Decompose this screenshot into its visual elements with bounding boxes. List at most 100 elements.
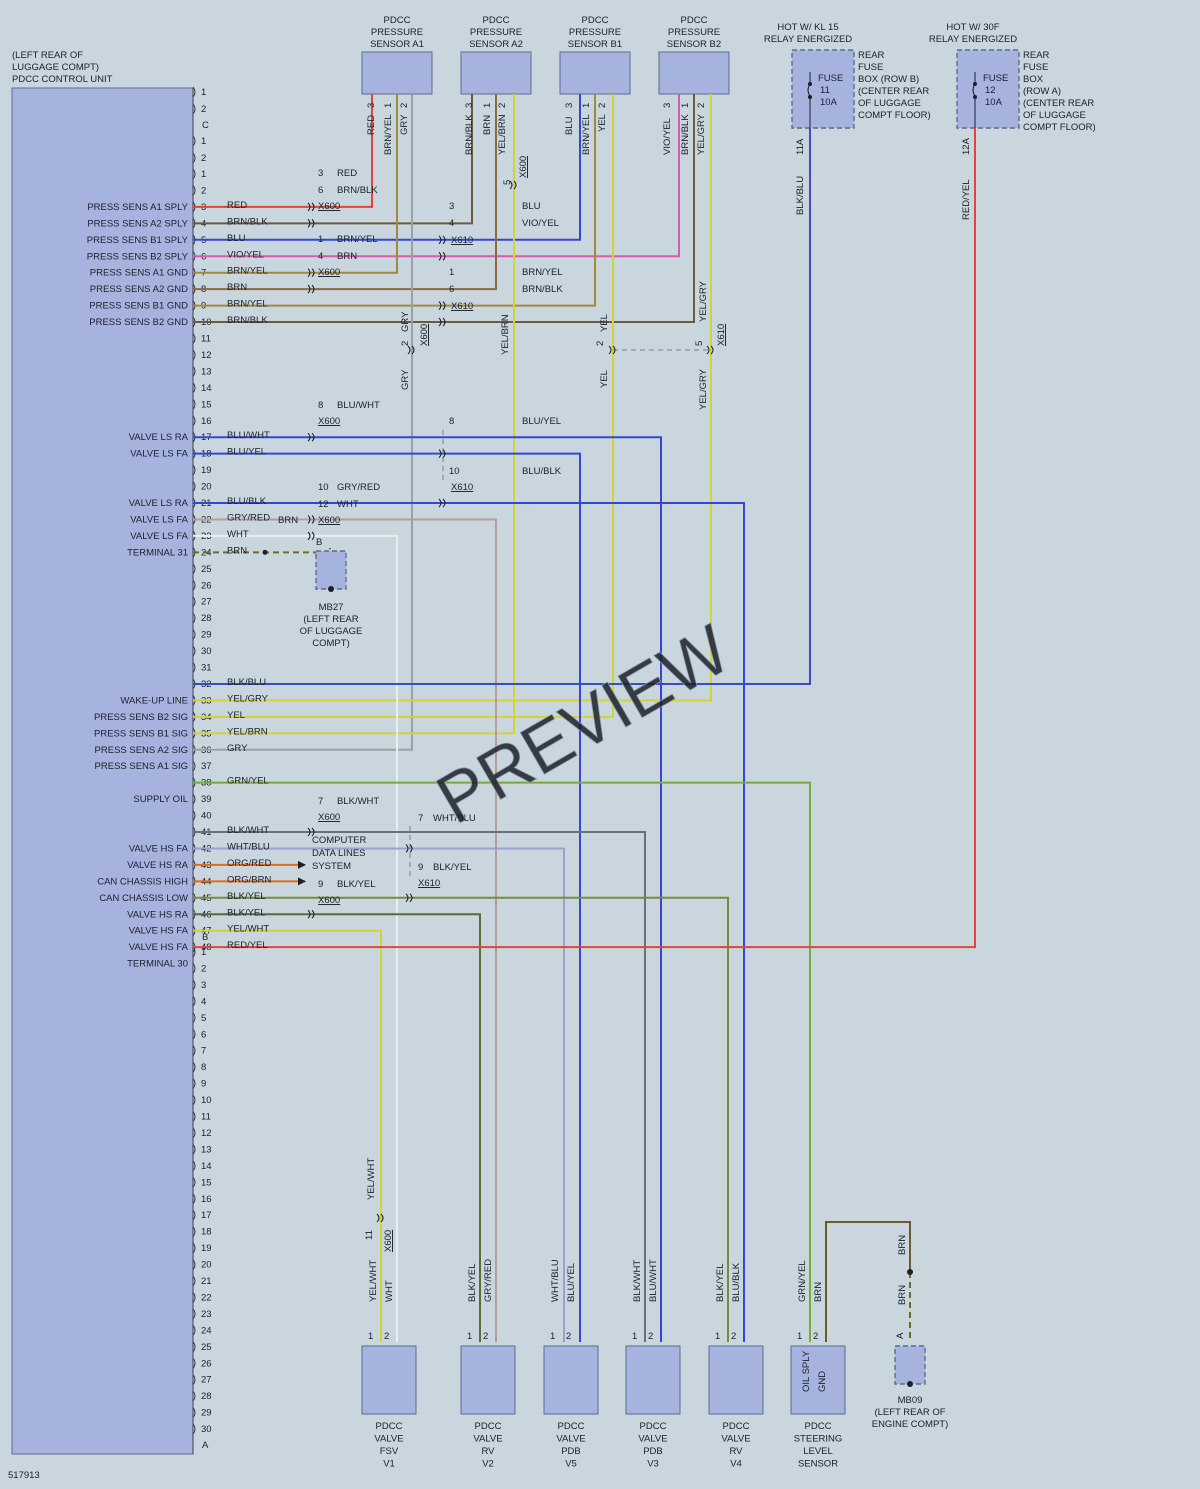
sensor-a1-title-1: PDCC — [384, 15, 411, 26]
b-pin-mark-16 — [192, 415, 196, 427]
pdcc-control-unit — [11, 87, 194, 1455]
sa1-wire-brnyel: BRN/YEL — [383, 114, 394, 155]
x610b-pin-6: 6 — [449, 284, 454, 295]
valve-0-wire-1: WHT — [384, 1280, 395, 1302]
sensor-a2-body — [460, 51, 532, 95]
splice-labels: 3 RED 6 BRN/BLK X600 3 BLU 4 VIO/YEL X61… — [278, 156, 727, 1252]
sa1-wire-red: RED — [366, 115, 377, 135]
mb09-wire-1: BRN — [897, 1235, 908, 1255]
valve-1-wire-1: GRY/RED — [483, 1259, 494, 1302]
b-pin-31: 31 — [201, 663, 212, 674]
fuse-12-box-4: (ROW A) — [1023, 86, 1061, 97]
valve-5-inner-1: GND — [817, 1371, 828, 1392]
valve-2-wire-0: WHT/BLU — [550, 1259, 561, 1302]
b-pin-30: 30 — [201, 646, 212, 657]
x600g-name: X600 — [318, 895, 340, 906]
pin-wire-4: BRN/BLK — [227, 216, 268, 227]
valve-4-title-2: RV — [729, 1446, 743, 1457]
valve-1-body — [460, 1345, 516, 1415]
a-pin-10: 10 — [201, 1095, 212, 1106]
connector-mark-0 — [307, 202, 315, 212]
b-pin-40: 40 — [201, 811, 212, 822]
x610a-wire-vioyel: VIO/YEL — [522, 218, 559, 229]
b-pin-39: 39 — [201, 794, 212, 805]
ecu-label-8: VALVE LS RA — [129, 432, 189, 443]
a-pin-18: 18 — [201, 1227, 212, 1238]
x610b-pin-1: 1 — [449, 267, 454, 278]
wire-steering-junction — [907, 1269, 913, 1275]
connector-mark-x600c — [509, 180, 517, 190]
ecu-label-0: PRESS SENS A1 SPLY — [87, 202, 188, 213]
a-pin-mark-21 — [192, 1275, 196, 1287]
pin-wire-36: GRY — [227, 743, 248, 754]
valve-3-title-2: PDB — [643, 1446, 663, 1457]
a-pin-mark-27 — [192, 1374, 196, 1386]
fuse-11-box-3: BOX (ROW B) — [858, 74, 919, 85]
ecu-label-25: VALVE HS FA — [129, 926, 189, 937]
b-pin-mark-13 — [192, 366, 196, 377]
ecu-label-20: VALVE HS FA — [129, 843, 189, 854]
a-pin-16: 16 — [201, 1194, 212, 1205]
ecu-label-2: PRESS SENS B1 SPLY — [87, 235, 189, 246]
pin-wire-33: YEL/GRY — [227, 693, 269, 704]
fuse-11-box-4: (CENTER REAR — [858, 86, 929, 97]
a-pin-24: 24 — [201, 1325, 212, 1336]
bt-pin-mark-1 — [192, 135, 196, 147]
sensor-pin-labels: 3 RED 1 BRN/YEL 2 GRY 3 BRN/BLK 1 BRN 2 … — [366, 103, 707, 155]
valve-2-title-0: PDCC — [558, 1421, 585, 1432]
valve-0-title-3: V1 — [383, 1459, 395, 1470]
sb1-pin-3: 3 — [564, 103, 575, 108]
x600f-wire: BLK/WHT — [337, 796, 379, 807]
sensor-b2-title-2: PRESSURE — [668, 27, 720, 38]
valve-0-pin-1: 1 — [368, 1331, 373, 1342]
wire-pin34-yel — [193, 94, 614, 718]
a-pin-mark-5 — [192, 1012, 196, 1024]
b-pin-mark-15 — [192, 398, 196, 410]
fuse-12-terminal-top — [973, 82, 977, 86]
a-pin-mark-18 — [192, 1226, 196, 1237]
wire-pin36-gry — [193, 94, 413, 751]
fuse-12-hot-2: RELAY ENERGIZED — [929, 34, 1017, 45]
wire-pin46-blkyel — [193, 913, 481, 1342]
sa2-pin-3: 3 — [464, 103, 475, 108]
mb09-box — [894, 1345, 926, 1385]
x610c-name: X610 — [451, 482, 473, 493]
a-pin-17: 17 — [201, 1210, 212, 1221]
ecu-label-15: PRESS SENS B2 SIG — [94, 712, 188, 723]
bt-pin-mark-2 — [192, 152, 196, 164]
ecu-label-6: PRESS SENS B1 GND — [89, 301, 188, 312]
a-pin-19: 19 — [201, 1243, 212, 1254]
a-pin-mark-24 — [192, 1325, 196, 1336]
pressure-sensor-b1: PDCC PRESSURE SENSOR B1 — [559, 15, 631, 95]
b-pin-mark-37 — [192, 760, 196, 772]
valve-5-inner-0: OIL SPLY — [801, 1350, 812, 1392]
a-pin-22: 22 — [201, 1292, 212, 1303]
valve-0-body — [361, 1345, 417, 1415]
sa2-wire-brnblk: BRN/BLK — [464, 114, 475, 155]
sa1-pin-1: 1 — [383, 103, 394, 108]
x600f-name: X600 — [318, 812, 340, 823]
wire-pin7-brnyel — [193, 94, 398, 274]
connector-mark-9 — [438, 449, 446, 459]
mb27-label-1: MB27 — [319, 602, 344, 613]
b-pin-20: 20 — [201, 482, 212, 493]
sb2-pin-2: 2 — [696, 103, 707, 108]
sb1-pin-1: 1 — [581, 103, 592, 108]
sb2-wire-vioyel: VIO/YEL — [662, 118, 673, 155]
connector-mark-14 — [405, 844, 413, 853]
a-pin-mark-20 — [192, 1259, 196, 1270]
x610c-pin-8: 8 — [449, 416, 454, 427]
b-pin-25: 25 — [201, 564, 212, 575]
x600b-pin-4: 4 — [318, 251, 323, 262]
b-pin-13: 13 — [201, 366, 212, 377]
ecu-label-22: CAN CHASSIS HIGH — [97, 876, 188, 887]
b-pin-2: 2 — [201, 185, 206, 196]
x600a-pin-6: 6 — [318, 185, 323, 196]
pin-wire-42: WHT/BLU — [227, 841, 270, 852]
x600-gry-pin: 2 — [400, 341, 411, 346]
pin-wire-7: BRN/YEL — [227, 266, 268, 277]
sb2-wire-yelgry: YEL/GRY — [696, 113, 707, 155]
b-pin-11: 11 — [201, 334, 211, 345]
mb27-box — [315, 550, 347, 590]
valve-2-pin-2: 2 — [566, 1331, 571, 1342]
